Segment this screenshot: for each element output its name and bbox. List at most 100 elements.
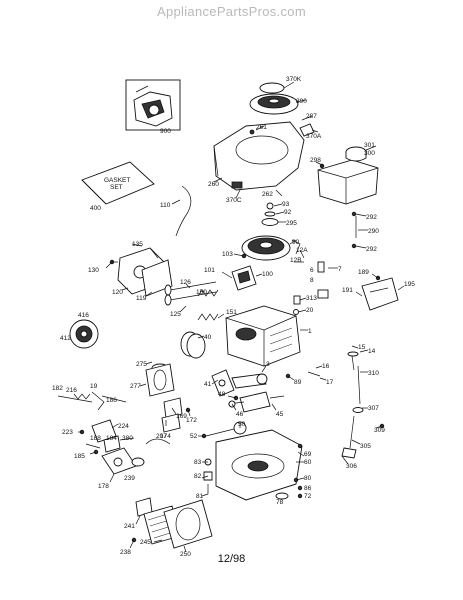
label-309: 309 xyxy=(374,427,385,434)
label-89: 89 xyxy=(294,379,302,386)
label-12A: 12A xyxy=(296,247,308,254)
label-100: 100 xyxy=(262,271,273,278)
label-292-bottom: 292 xyxy=(366,246,377,253)
part-labels: 370K 390 287 261 370A 301 300 298 900 40… xyxy=(52,76,415,558)
label-8: 8 xyxy=(310,277,314,284)
label-182: 182 xyxy=(52,385,63,392)
label-216: 216 xyxy=(66,387,77,394)
label-174: 174 xyxy=(160,433,171,440)
label-186: 186 xyxy=(106,397,117,404)
label-238: 238 xyxy=(120,549,131,556)
part-8-bushing xyxy=(317,289,329,299)
part-400-gasket-set: GASKET SET xyxy=(81,161,155,205)
label-78: 78 xyxy=(276,499,284,506)
part-126-valve xyxy=(164,281,217,296)
label-40: 40 xyxy=(204,334,212,341)
label-130: 130 xyxy=(88,267,99,274)
label-261: 261 xyxy=(256,124,267,131)
label-15: 15 xyxy=(358,344,366,351)
label-262: 262 xyxy=(262,191,273,198)
part-300-fuel-tank xyxy=(317,159,379,205)
part-182-spring xyxy=(57,395,93,403)
label-17: 17 xyxy=(326,379,334,386)
part-3-connecting-rod xyxy=(231,373,268,389)
label-239: 239 xyxy=(124,475,135,482)
label-900: 900 xyxy=(160,128,171,135)
part-60-crankcase-sump xyxy=(215,429,303,501)
label-80: 80 xyxy=(304,475,312,482)
label-135: 135 xyxy=(132,241,143,248)
watermark-text: AppliancePartsPros.com xyxy=(157,4,306,19)
label-295: 295 xyxy=(286,220,297,227)
label-81: 81 xyxy=(196,493,204,500)
label-83: 83 xyxy=(194,459,202,466)
part-307-seal xyxy=(352,407,364,413)
part-15-cap xyxy=(347,351,359,357)
label-60: 60 xyxy=(304,459,312,466)
label-20: 20 xyxy=(306,307,314,314)
label-290: 290 xyxy=(368,228,379,235)
label-307: 307 xyxy=(368,405,379,412)
label-223: 223 xyxy=(62,429,73,436)
part-390-recoil-starter xyxy=(249,93,299,115)
part-277-air-cleaner xyxy=(145,363,175,397)
label-169: 169 xyxy=(176,413,187,420)
part-78-seal xyxy=(275,492,289,500)
label-313: 313 xyxy=(306,295,317,302)
label-416: 416 xyxy=(78,312,89,319)
part-119-gasket xyxy=(141,259,173,297)
label-150: 150 xyxy=(196,289,207,296)
part-292-screw-top xyxy=(351,211,357,217)
part-150-valve-spring xyxy=(197,289,219,297)
part-40-piston-rings xyxy=(180,331,206,359)
label-380: 380 xyxy=(122,435,133,442)
part-380-link xyxy=(119,437,135,441)
label-92: 92 xyxy=(284,209,292,216)
part-174-plate xyxy=(161,413,181,433)
part-224-bracket xyxy=(91,419,117,443)
label-14: 14 xyxy=(368,348,376,355)
label-69: 69 xyxy=(304,451,312,458)
part-295-cup xyxy=(261,218,279,226)
label-103: 103 xyxy=(222,251,233,258)
part-6-bushing xyxy=(317,261,325,273)
label-306: 306 xyxy=(346,463,357,470)
part-20-seal xyxy=(293,309,299,315)
part-216-spring xyxy=(73,393,91,400)
label-86: 86 xyxy=(304,485,312,492)
label-412: 412 xyxy=(60,335,71,342)
label-16: 16 xyxy=(322,363,330,370)
label-120: 120 xyxy=(112,289,123,296)
label-119: 119 xyxy=(136,295,147,302)
part-301-fuel-cap xyxy=(345,146,367,162)
label-151: 151 xyxy=(226,309,237,316)
part-305-tube xyxy=(349,415,355,449)
label-184: 184 xyxy=(106,435,117,442)
label-45: 45 xyxy=(276,411,284,418)
label-277: 277 xyxy=(130,383,141,390)
part-370K-ring xyxy=(259,82,285,94)
part-90-flywheel xyxy=(241,235,291,261)
part-14-oil-fill-cap xyxy=(351,355,355,371)
label-250: 250 xyxy=(180,551,191,558)
label-126: 126 xyxy=(180,279,191,286)
part-416-air-filter xyxy=(69,319,99,349)
label-48: 48 xyxy=(218,391,226,398)
label-93: 93 xyxy=(282,201,290,208)
label-50: 50 xyxy=(238,421,246,428)
label-207: 207 xyxy=(156,433,167,440)
label-125: 125 xyxy=(170,311,181,318)
part-16-screw xyxy=(307,371,321,377)
part-191-control-bracket xyxy=(361,277,399,311)
leader-lines xyxy=(78,81,405,553)
label-241: 241 xyxy=(124,523,135,530)
label-90: 90 xyxy=(292,239,300,246)
label-101: 101 xyxy=(204,267,215,274)
label-287: 287 xyxy=(306,113,317,120)
label-82: 82 xyxy=(194,473,202,480)
label-3: 3 xyxy=(266,361,270,368)
gasket-set-line1: GASKET xyxy=(104,177,130,184)
part-184-lever xyxy=(103,435,121,453)
part-93-nut xyxy=(266,202,274,210)
